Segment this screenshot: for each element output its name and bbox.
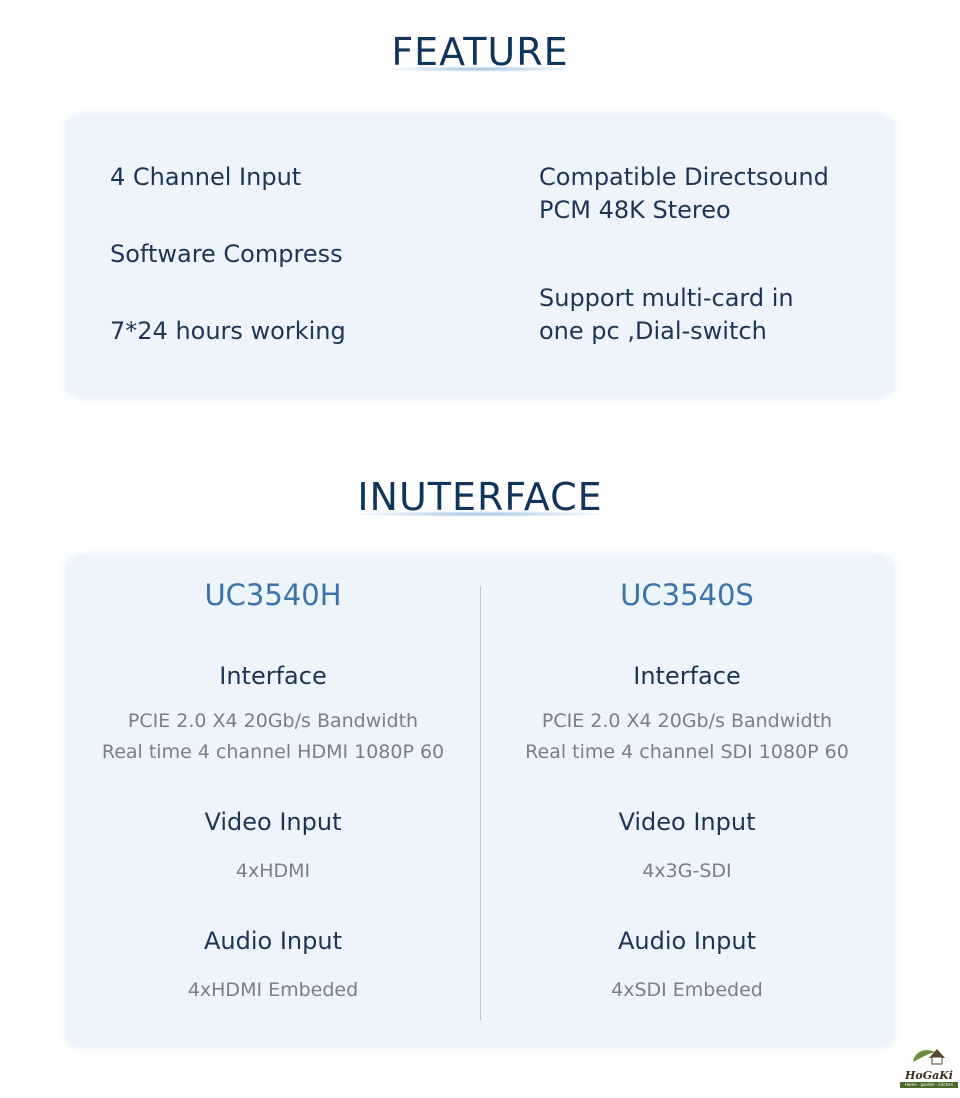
audio-value: 4xHDMI Embeded [187, 979, 359, 1001]
audio-value: 4xSDI Embeded [611, 979, 763, 1001]
video-heading: Video Input [618, 808, 756, 836]
title-underline [380, 66, 580, 72]
interface-heading: Interface [219, 662, 327, 690]
video-value: 4xHDMI [235, 860, 311, 882]
house-leaf-icon [913, 1049, 945, 1065]
title-underline [345, 511, 615, 517]
feature-card: 4 Channel Input Software Compress 7*24 h… [66, 115, 894, 397]
feature-line: Support multi-card in [539, 284, 794, 312]
interface-line: PCIE 2.0 X4 20Gb/s Bandwidth [127, 710, 419, 732]
interface-line: Real time 4 channel SDI 1080P 60 [525, 741, 849, 763]
logo-text: HoGaKi [905, 1069, 953, 1082]
feature-item: 4 Channel Input [110, 163, 302, 191]
interface-line: Real time 4 channel HDMI 1080P 60 [101, 741, 445, 763]
audio-heading: Audio Input [618, 927, 756, 955]
feature-title: FEATURE [0, 30, 960, 74]
audio-heading: Audio Input [204, 927, 342, 955]
interface-line: PCIE 2.0 X4 20Gb/s Bandwidth [541, 710, 833, 732]
feature-item: Compatible Directsound PCM 48K Stereo [539, 161, 829, 227]
feature-line: Compatible Directsound [539, 163, 829, 191]
video-value: 4x3G-SDI [642, 860, 732, 882]
video-heading: Video Input [204, 808, 342, 836]
interface-title: INUTERFACE [0, 475, 960, 519]
feature-item: Software Compress [110, 240, 343, 268]
model-name: UC3540H [204, 578, 342, 612]
hogaki-logo: HoGaKi Home · garden · kitchen [900, 1044, 958, 1088]
logo-tagline: Home · garden · kitchen [900, 1082, 958, 1088]
feature-item: 7*24 hours working [110, 317, 346, 345]
feature-line: PCM 48K Stereo [539, 196, 731, 224]
feature-item: Support multi-card in one pc ,Dial-switc… [539, 282, 794, 348]
column-divider [480, 586, 481, 1020]
interface-card: UC3540H Interface PCIE 2.0 X4 20Gb/s Ban… [66, 556, 894, 1047]
interface-heading: Interface [633, 662, 741, 690]
model-name: UC3540S [620, 578, 754, 612]
feature-line: one pc ,Dial-switch [539, 317, 767, 345]
